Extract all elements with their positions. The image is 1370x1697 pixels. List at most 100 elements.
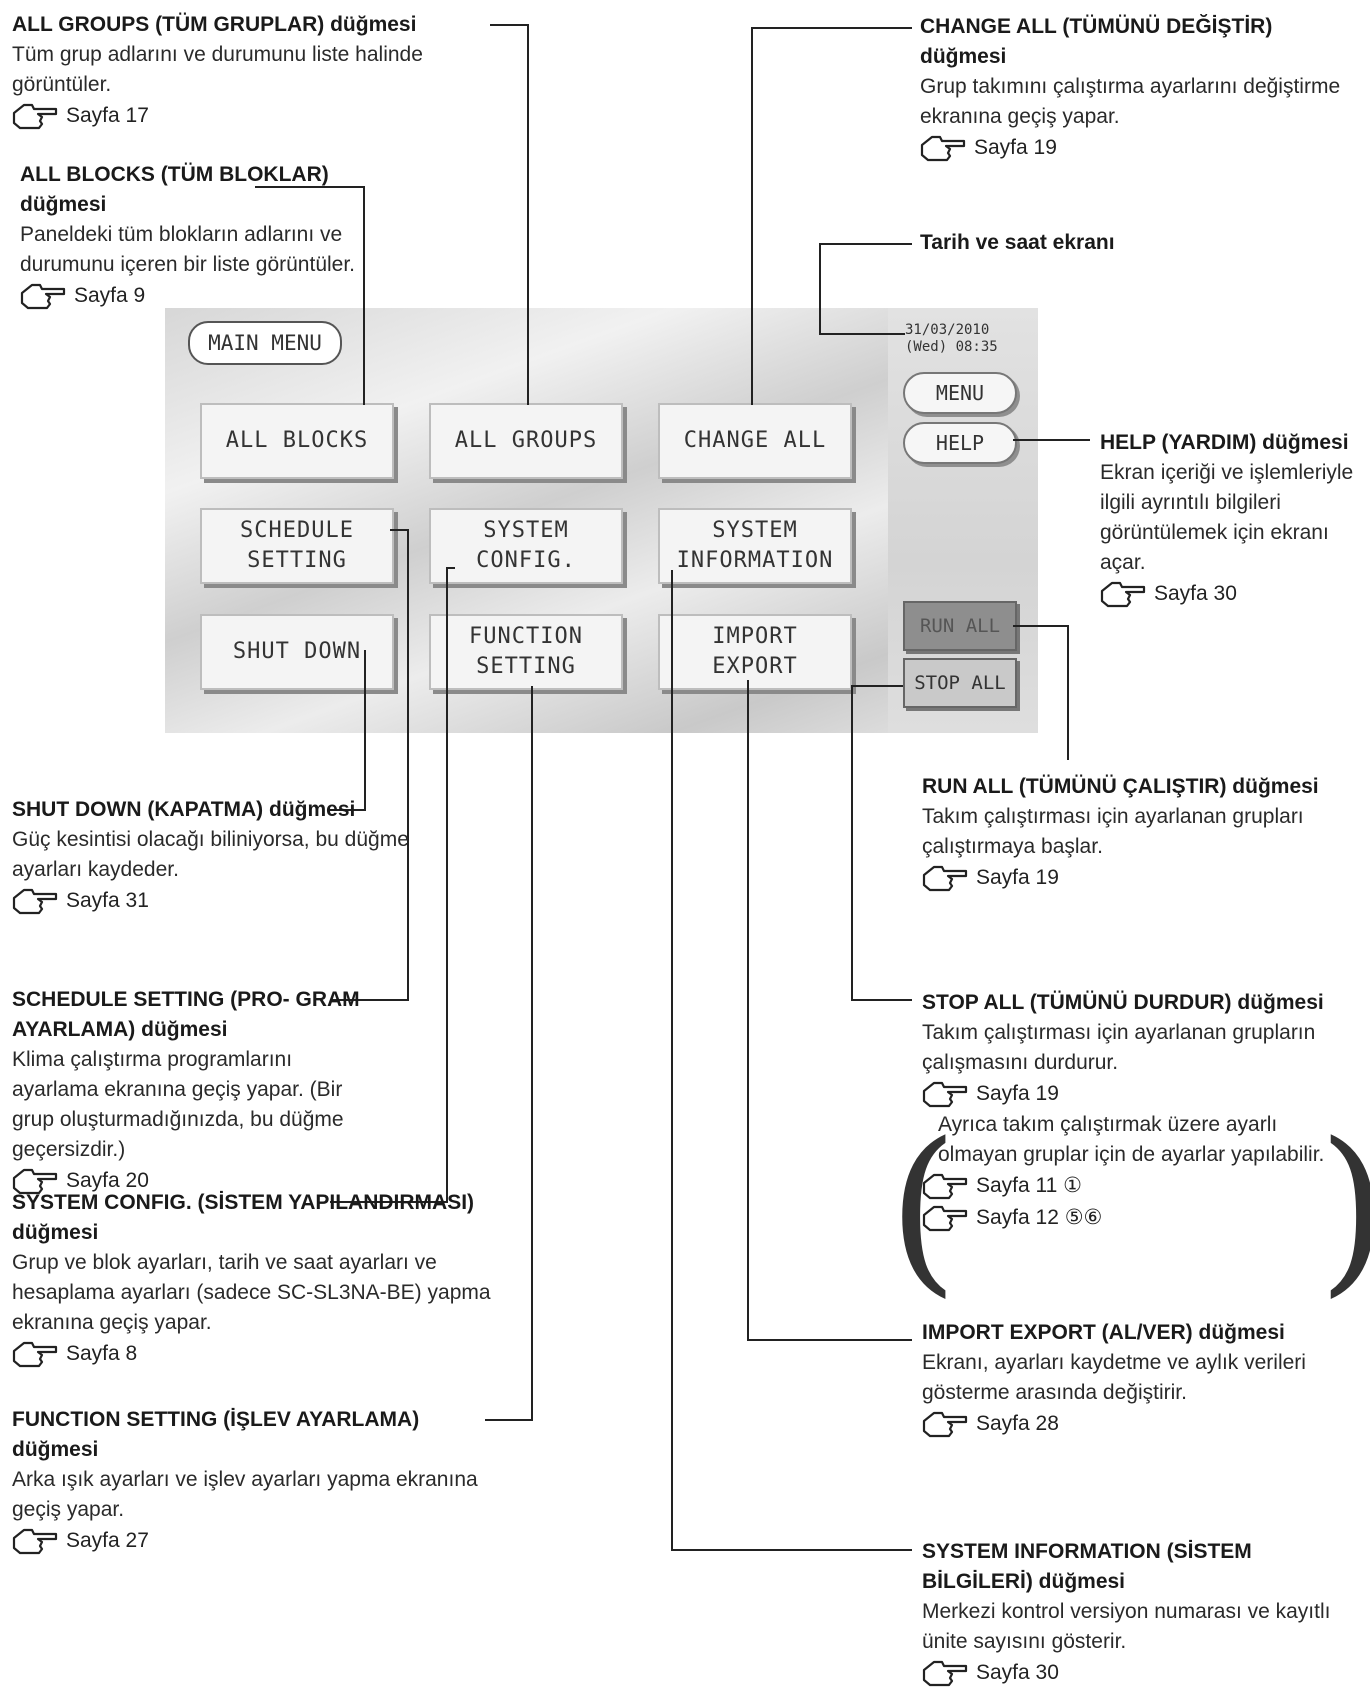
change-all-title: CHANGE ALL (TÜMÜNÜ DEĞİŞTİR) düğmesi xyxy=(920,15,1273,68)
annotation-all-blocks: ALL BLOCKS (TÜM BLOKLAR) düğmesi Panelde… xyxy=(20,160,360,312)
all-blocks-button[interactable]: ALL BLOCKS xyxy=(200,403,394,479)
system-config-title: SYSTEM CONFIG. (SİSTEM YAPILANDIRMASI) d… xyxy=(12,1191,475,1244)
all-groups-desc: Tüm grup adlarını ve durumunu liste hali… xyxy=(12,43,423,96)
change-all-page-ref: Sayfa 19 xyxy=(920,132,1360,164)
pointing-hand-icon xyxy=(922,863,970,893)
schedule-setting-button[interactable]: SCHEDULE SETTING xyxy=(200,508,394,584)
all-blocks-title: ALL BLOCKS (TÜM BLOKLAR) düğmesi xyxy=(20,163,329,216)
run-all-title: RUN ALL (TÜMÜNÜ ÇALIŞTIR) düğmesi xyxy=(922,775,1319,798)
page-ref-text: Sayfa 28 xyxy=(976,1412,1059,1435)
stop-all-page-ref-2: Sayfa 11 ① xyxy=(922,1170,1362,1202)
pointing-hand-icon xyxy=(12,1166,60,1196)
stop-all-page-ref-3: Sayfa 12 ⑤⑥ xyxy=(922,1202,1362,1234)
stop-all-page-ref: Sayfa 19 xyxy=(922,1078,1362,1110)
import-export-title: IMPORT EXPORT (AL/VER) düğmesi xyxy=(922,1321,1285,1344)
import-export-button[interactable]: IMPORT EXPORT xyxy=(658,614,852,690)
pointing-hand-icon xyxy=(922,1079,970,1109)
help-desc: Ekran içeriği ve işlemleriyle ilgili ayr… xyxy=(1100,461,1354,574)
pointing-hand-icon xyxy=(922,1409,970,1439)
annotation-import-export: IMPORT EXPORT (AL/VER) düğmesi Ekranı, a… xyxy=(922,1318,1362,1440)
annotation-function-setting: FUNCTION SETTING (İŞLEV AYARLAMA) düğmes… xyxy=(12,1405,492,1557)
change-all-button[interactable]: CHANGE ALL xyxy=(658,403,852,479)
system-config-page-ref: Sayfa 8 xyxy=(12,1338,512,1370)
function-setting-title: FUNCTION SETTING (İŞLEV AYARLAMA) düğmes… xyxy=(12,1408,420,1461)
function-setting-desc: Arka ışık ayarları ve işlev ayarları yap… xyxy=(12,1468,478,1521)
page-ref-text: Sayfa 19 xyxy=(974,136,1057,159)
help-title: HELP (YARDIM) düğmesi xyxy=(1100,431,1349,454)
run-all-button[interactable]: RUN ALL xyxy=(903,601,1017,651)
annotation-datetime: Tarih ve saat ekranı xyxy=(920,228,1340,258)
pointing-hand-icon xyxy=(20,281,68,311)
stop-all-note: Ayrıca takım çalıştırmak üzere ayarlı ol… xyxy=(938,1113,1325,1166)
page-ref-text: Sayfa 17 xyxy=(66,104,149,127)
shut-down-page-ref: Sayfa 31 xyxy=(12,885,412,917)
all-groups-page-ref: Sayfa 17 xyxy=(12,100,512,132)
open-parenthesis: ( xyxy=(888,1105,959,1314)
system-information-button[interactable]: SYSTEM INFORMATION xyxy=(658,508,852,584)
page-ref-text: Sayfa 19 xyxy=(976,1082,1059,1105)
close-parenthesis: ) xyxy=(1318,1120,1370,1300)
help-page-ref: Sayfa 30 xyxy=(1100,578,1360,610)
annotation-system-config: SYSTEM CONFIG. (SİSTEM YAPILANDIRMASI) d… xyxy=(12,1188,512,1370)
system-information-page-ref: Sayfa 30 xyxy=(922,1657,1362,1689)
run-all-desc: Takım çalıştırması için ayarlanan grupla… xyxy=(922,805,1304,858)
function-setting-page-ref: Sayfa 27 xyxy=(12,1525,492,1557)
pointing-hand-icon xyxy=(922,1658,970,1688)
page-ref-text: Sayfa 20 xyxy=(66,1169,149,1192)
schedule-setting-page-ref: Sayfa 20 xyxy=(12,1165,372,1197)
time-text: (Wed) 08:35 xyxy=(905,339,998,355)
annotation-run-all: RUN ALL (TÜMÜNÜ ÇALIŞTIR) düğmesi Takım … xyxy=(922,772,1362,894)
annotation-all-groups: ALL GROUPS (TÜM GRUPLAR) düğmesi Tüm gru… xyxy=(12,10,512,132)
page-ref-text: Sayfa 12 ⑤⑥ xyxy=(976,1206,1103,1229)
run-all-page-ref: Sayfa 19 xyxy=(922,862,1362,894)
pointing-hand-icon xyxy=(922,1171,970,1201)
pointing-hand-icon xyxy=(920,133,968,163)
pointing-hand-icon xyxy=(1100,579,1148,609)
import-export-page-ref: Sayfa 28 xyxy=(922,1408,1362,1440)
annotation-shut-down: SHUT DOWN (KAPATMA) düğmesi Güç kesintis… xyxy=(12,795,412,917)
page-ref-text: Sayfa 30 xyxy=(976,1661,1059,1684)
import-export-desc: Ekranı, ayarları kaydetme ve aylık veril… xyxy=(922,1351,1306,1404)
date-text: 31/03/2010 xyxy=(905,322,990,338)
page-ref-text: Sayfa 30 xyxy=(1154,582,1237,605)
shut-down-button[interactable]: SHUT DOWN xyxy=(200,614,394,690)
annotation-change-all: CHANGE ALL (TÜMÜNÜ DEĞİŞTİR) düğmesi Gru… xyxy=(920,12,1360,164)
stop-all-title: STOP ALL (TÜMÜNÜ DURDUR) düğmesi xyxy=(922,991,1324,1014)
annotation-schedule-setting: SCHEDULE SETTING (PRO- GRAM AYARLAMA) dü… xyxy=(12,985,372,1197)
main-menu-label: MAIN MENU xyxy=(188,321,342,365)
stop-all-button[interactable]: STOP ALL xyxy=(903,658,1017,708)
system-information-desc: Merkezi kontrol versiyon numarası ve kay… xyxy=(922,1600,1331,1653)
pointing-hand-icon xyxy=(12,886,60,916)
menu-button[interactable]: MENU xyxy=(903,372,1017,414)
help-button[interactable]: HELP xyxy=(903,422,1017,464)
system-config-button[interactable]: SYSTEM CONFIG. xyxy=(429,508,623,584)
page-ref-text: Sayfa 19 xyxy=(976,866,1059,889)
page-ref-text: Sayfa 8 xyxy=(66,1342,138,1365)
all-blocks-desc: Paneldeki tüm blokların adlarını ve duru… xyxy=(20,223,356,276)
change-all-desc: Grup takımını çalıştırma ayarlarını deği… xyxy=(920,75,1341,128)
annotation-stop-all: STOP ALL (TÜMÜNÜ DURDUR) düğmesi Takım ç… xyxy=(922,988,1362,1234)
pointing-hand-icon xyxy=(12,1339,60,1369)
pointing-hand-icon xyxy=(922,1203,970,1233)
annotation-help: HELP (YARDIM) düğmesi Ekran içeriği ve i… xyxy=(1100,428,1360,610)
shut-down-title: SHUT DOWN (KAPATMA) düğmesi xyxy=(12,798,356,821)
pointing-hand-icon xyxy=(12,101,60,131)
leader-stop-all xyxy=(851,685,912,1001)
function-setting-button[interactable]: FUNCTION SETTING xyxy=(429,614,623,690)
shut-down-desc: Güç kesintisi olacağı biliniyorsa, bu dü… xyxy=(12,828,409,881)
all-blocks-page-ref: Sayfa 9 xyxy=(20,280,360,312)
page-ref-text: Sayfa 31 xyxy=(66,889,149,912)
datetime-display: 31/03/2010 (Wed) 08:35 xyxy=(905,322,1015,356)
page-ref-text: Sayfa 27 xyxy=(66,1529,149,1552)
datetime-title: Tarih ve saat ekranı xyxy=(920,231,1115,254)
pointing-hand-icon xyxy=(12,1526,60,1556)
system-information-title: SYSTEM INFORMATION (SİSTEM BİLGİLERİ) dü… xyxy=(922,1540,1252,1593)
system-config-desc: Grup ve blok ayarları, tarih ve saat aya… xyxy=(12,1251,491,1334)
annotation-system-information: SYSTEM INFORMATION (SİSTEM BİLGİLERİ) dü… xyxy=(922,1537,1362,1689)
page-ref-text: Sayfa 11 ① xyxy=(976,1174,1082,1197)
stop-all-desc: Takım çalıştırması için ayarlanan grupla… xyxy=(922,1021,1316,1074)
all-groups-button[interactable]: ALL GROUPS xyxy=(429,403,623,479)
page-ref-text: Sayfa 9 xyxy=(74,284,146,307)
schedule-setting-title: SCHEDULE SETTING (PRO- GRAM AYARLAMA) dü… xyxy=(12,988,360,1041)
schedule-setting-desc: Klima çalıştırma programlarını ayarlama … xyxy=(12,1048,344,1161)
